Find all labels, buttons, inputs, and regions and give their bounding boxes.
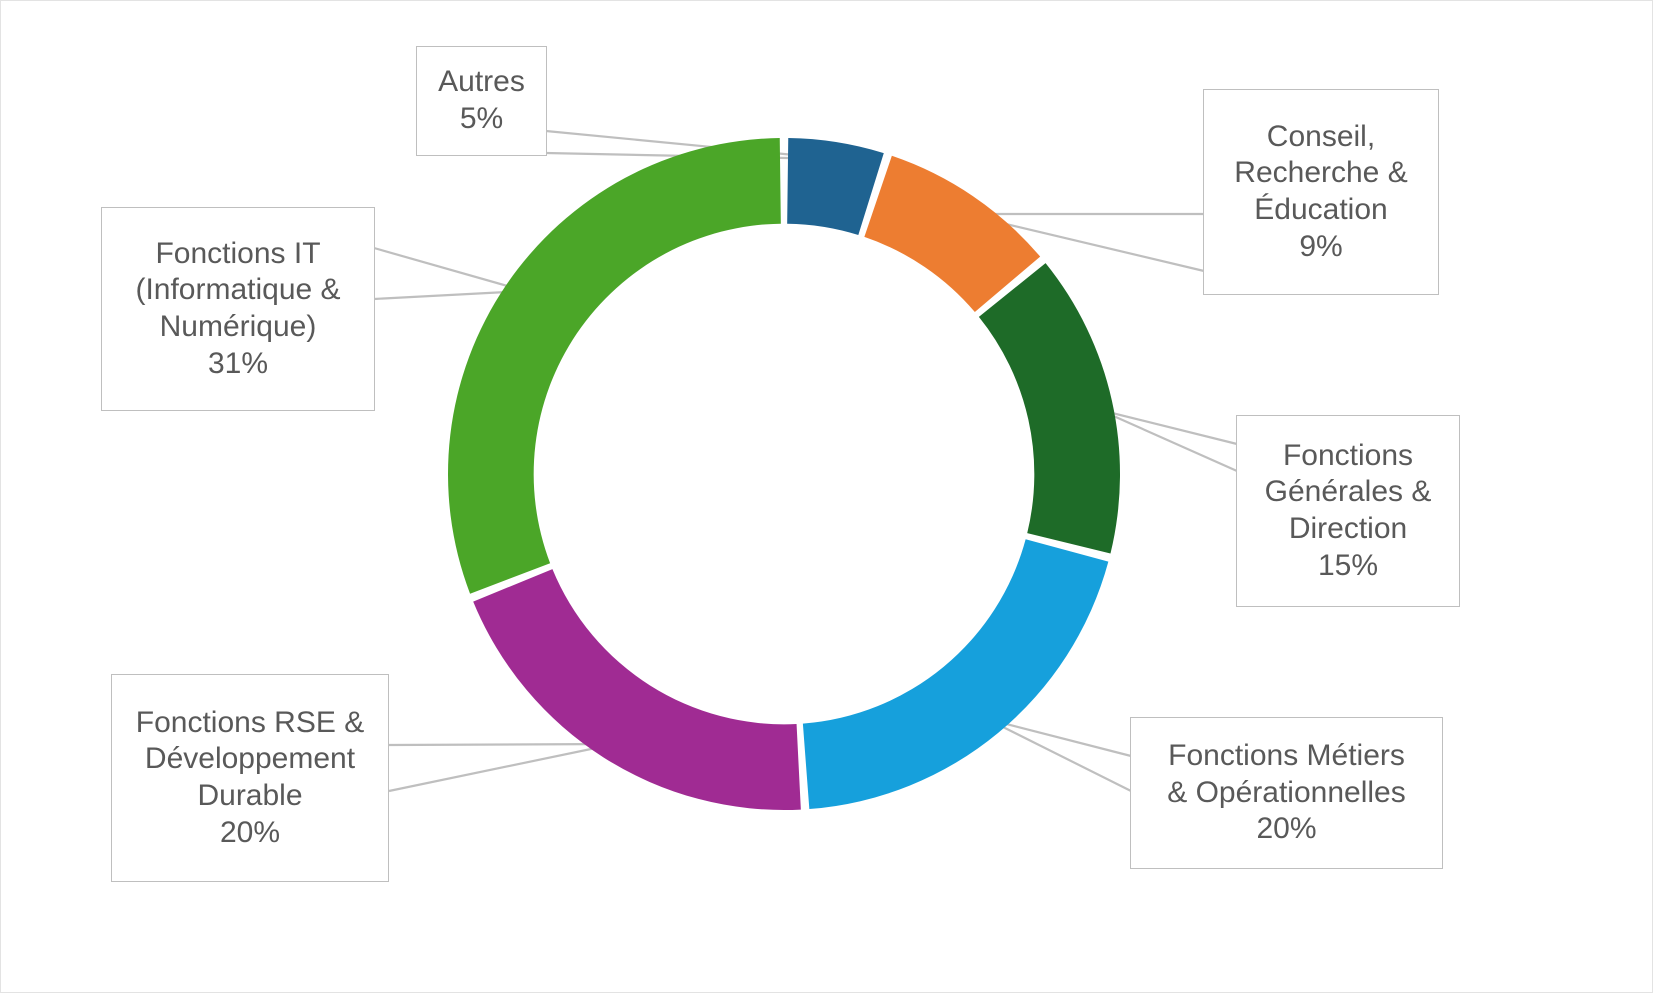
- leader-metiers-b: [986, 718, 1132, 792]
- callout-fonctions-metiers-operationnelles[interactable]: Fonctions Métiers & Opérationnelles 20%: [1130, 717, 1443, 869]
- donut-slice[interactable]: [787, 138, 884, 235]
- callout-fonctions-it[interactable]: Fonctions IT (Informatique & Numérique) …: [101, 207, 375, 411]
- callout-generales-pct: 15%: [1317, 548, 1379, 582]
- leader-it-b: [373, 289, 526, 301]
- leader-generales-a: [1099, 408, 1238, 446]
- leader-rse-b: [388, 742, 616, 793]
- leader-rse-a: [388, 742, 616, 747]
- callout-rse-line-0: Fonctions RSE &: [135, 705, 365, 739]
- donut-slice[interactable]: [448, 138, 781, 594]
- callout-autres-pct: 5%: [459, 102, 504, 135]
- callout-fonctions-generales-direction[interactable]: Fonctions Générales & Direction 15%: [1236, 415, 1460, 607]
- callout-fonctions-rse-developpement-durable[interactable]: Fonctions RSE & Développement Durable 20…: [111, 674, 389, 882]
- leader-lines: [373, 129, 1238, 793]
- callout-it-line-1: (Informatique &: [135, 273, 341, 307]
- callout-metiers-line-0: Fonctions Métiers: [1168, 739, 1405, 773]
- donut-slice[interactable]: [473, 569, 801, 811]
- callout-it-pct: 31%: [207, 346, 269, 380]
- callout-it-line-0: Fonctions IT: [155, 236, 321, 270]
- callout-autres[interactable]: Autres 5%: [416, 46, 547, 156]
- callout-metiers-line-1: & Opérationnelles: [1167, 775, 1406, 809]
- donut-slice[interactable]: [802, 539, 1109, 810]
- callout-metiers-pct: 20%: [1256, 812, 1317, 846]
- callout-conseil-line-0: Conseil,: [1266, 119, 1376, 153]
- leader-metiers-a: [986, 717, 1132, 758]
- leader-it-a: [373, 246, 526, 293]
- callout-conseil-pct: 9%: [1299, 229, 1343, 263]
- callout-conseil-recherche-education[interactable]: Conseil, Recherche & Éducation 9%: [1203, 89, 1439, 295]
- callout-generales-line-0: Fonctions: [1282, 438, 1414, 472]
- callout-generales-line-1: Générales &: [1264, 475, 1432, 509]
- callout-it-line-2: Numérique): [159, 310, 317, 343]
- callout-conseil-line-2: Éducation: [1254, 193, 1388, 226]
- callout-rse-line-1: Développement: [144, 742, 356, 776]
- donut-slice[interactable]: [978, 263, 1121, 554]
- leader-generales-b: [1099, 408, 1238, 473]
- callout-conseil-line-1: Recherche &: [1234, 156, 1408, 190]
- donut-slices: [448, 138, 1121, 811]
- callout-rse-pct: 20%: [219, 815, 281, 849]
- donut-slice[interactable]: [864, 155, 1041, 313]
- callout-rse-line-2: Durable: [197, 779, 303, 812]
- callout-autres-line-0: Autres: [438, 65, 525, 99]
- callout-generales-line-2: Direction: [1288, 512, 1408, 545]
- leader-autres-a: [545, 129, 837, 161]
